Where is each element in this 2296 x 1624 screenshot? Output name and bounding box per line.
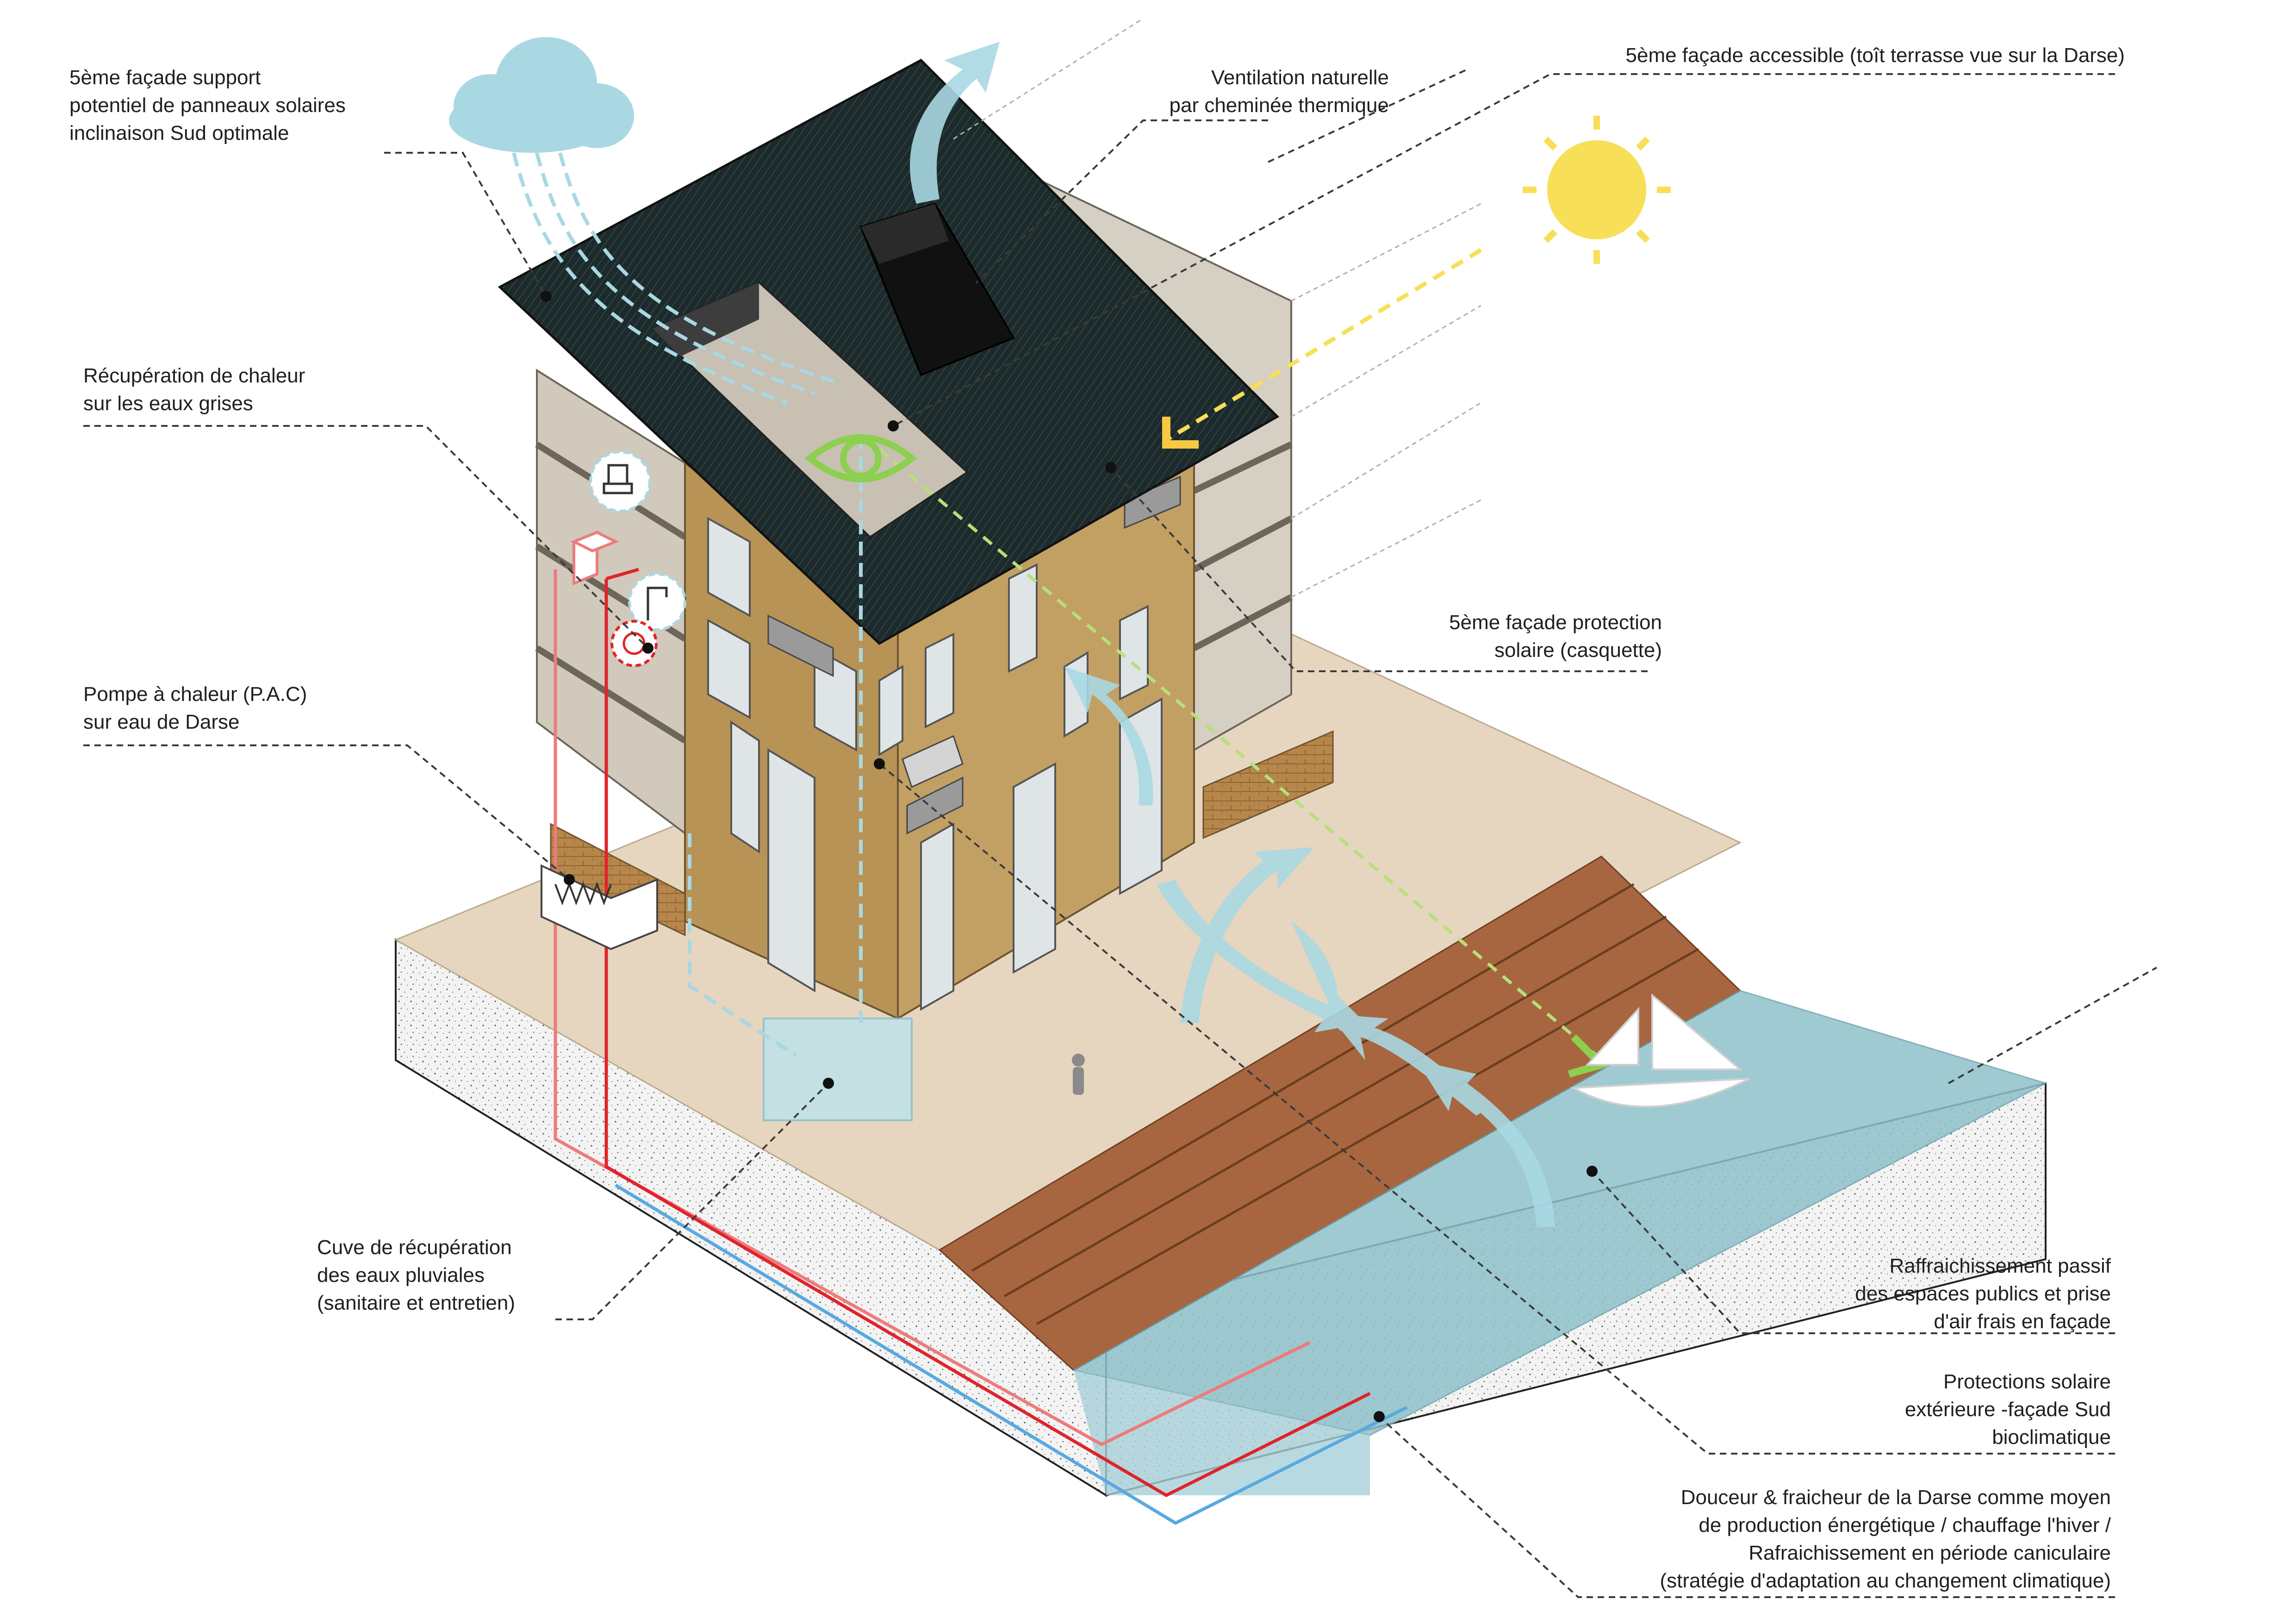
balconies [767, 475, 1181, 835]
rain-tank [763, 1018, 913, 1121]
view-line [878, 448, 1598, 1057]
sailboat-icon [1570, 993, 1750, 1108]
boiler-icon [570, 530, 619, 586]
pipes [554, 568, 1408, 1525]
person-icon [1072, 1054, 1085, 1095]
label-heat-recovery: Récupération de chaleur sur les eaux gri… [83, 364, 305, 415]
leader-lines [83, 69, 2157, 1598]
label-ventilation: Ventilation naturelle par cheminée therm… [1169, 66, 1389, 117]
label-roof-terrace: 5ème façade accessible (toît terrasse vu… [1625, 44, 2125, 67]
deck-steps [971, 883, 1699, 1325]
air-arrows [910, 42, 1555, 1227]
sun-shade-panel [902, 735, 964, 788]
label-darse-energy: Douceur & fraicheur de la Darse comme mo… [1660, 1486, 2111, 1592]
sun-icon [1523, 116, 1671, 264]
sun-ray [1165, 248, 1482, 442]
roof-solar-surface [498, 58, 1280, 645]
label-sun-protection: 5ème façade protection solaire (casquett… [1449, 611, 1662, 662]
windows-front [878, 563, 1163, 1011]
label-south-facade: Protections solaire extérieure -façade S… [1904, 1370, 2111, 1449]
label-passive-cooling: Raffraichissement passif des espaces pub… [1855, 1255, 2111, 1333]
windows-left [707, 517, 857, 993]
label-rain-tank: Cuve de récupération des eaux pluviales … [317, 1236, 515, 1314]
leader-dots [541, 281, 1598, 1422]
building [498, 58, 1334, 1121]
shower-icon [628, 573, 686, 631]
sun-arrowhead [1162, 417, 1199, 449]
label-heat-pump: Pompe à chaleur (P.A.C) sur eau de Darse [83, 683, 307, 733]
eye-icon [804, 434, 917, 482]
rain-flow [512, 152, 863, 1057]
ground-slab [394, 601, 2047, 1497]
heat-pump-unit [541, 864, 658, 950]
darse-water [1071, 990, 2047, 1436]
cloud-icon [449, 37, 634, 153]
toilet-icon [589, 450, 651, 512]
guide-lines [953, 18, 1481, 598]
label-solar-panels: 5ème façade support potentiel de panneau… [69, 66, 346, 144]
